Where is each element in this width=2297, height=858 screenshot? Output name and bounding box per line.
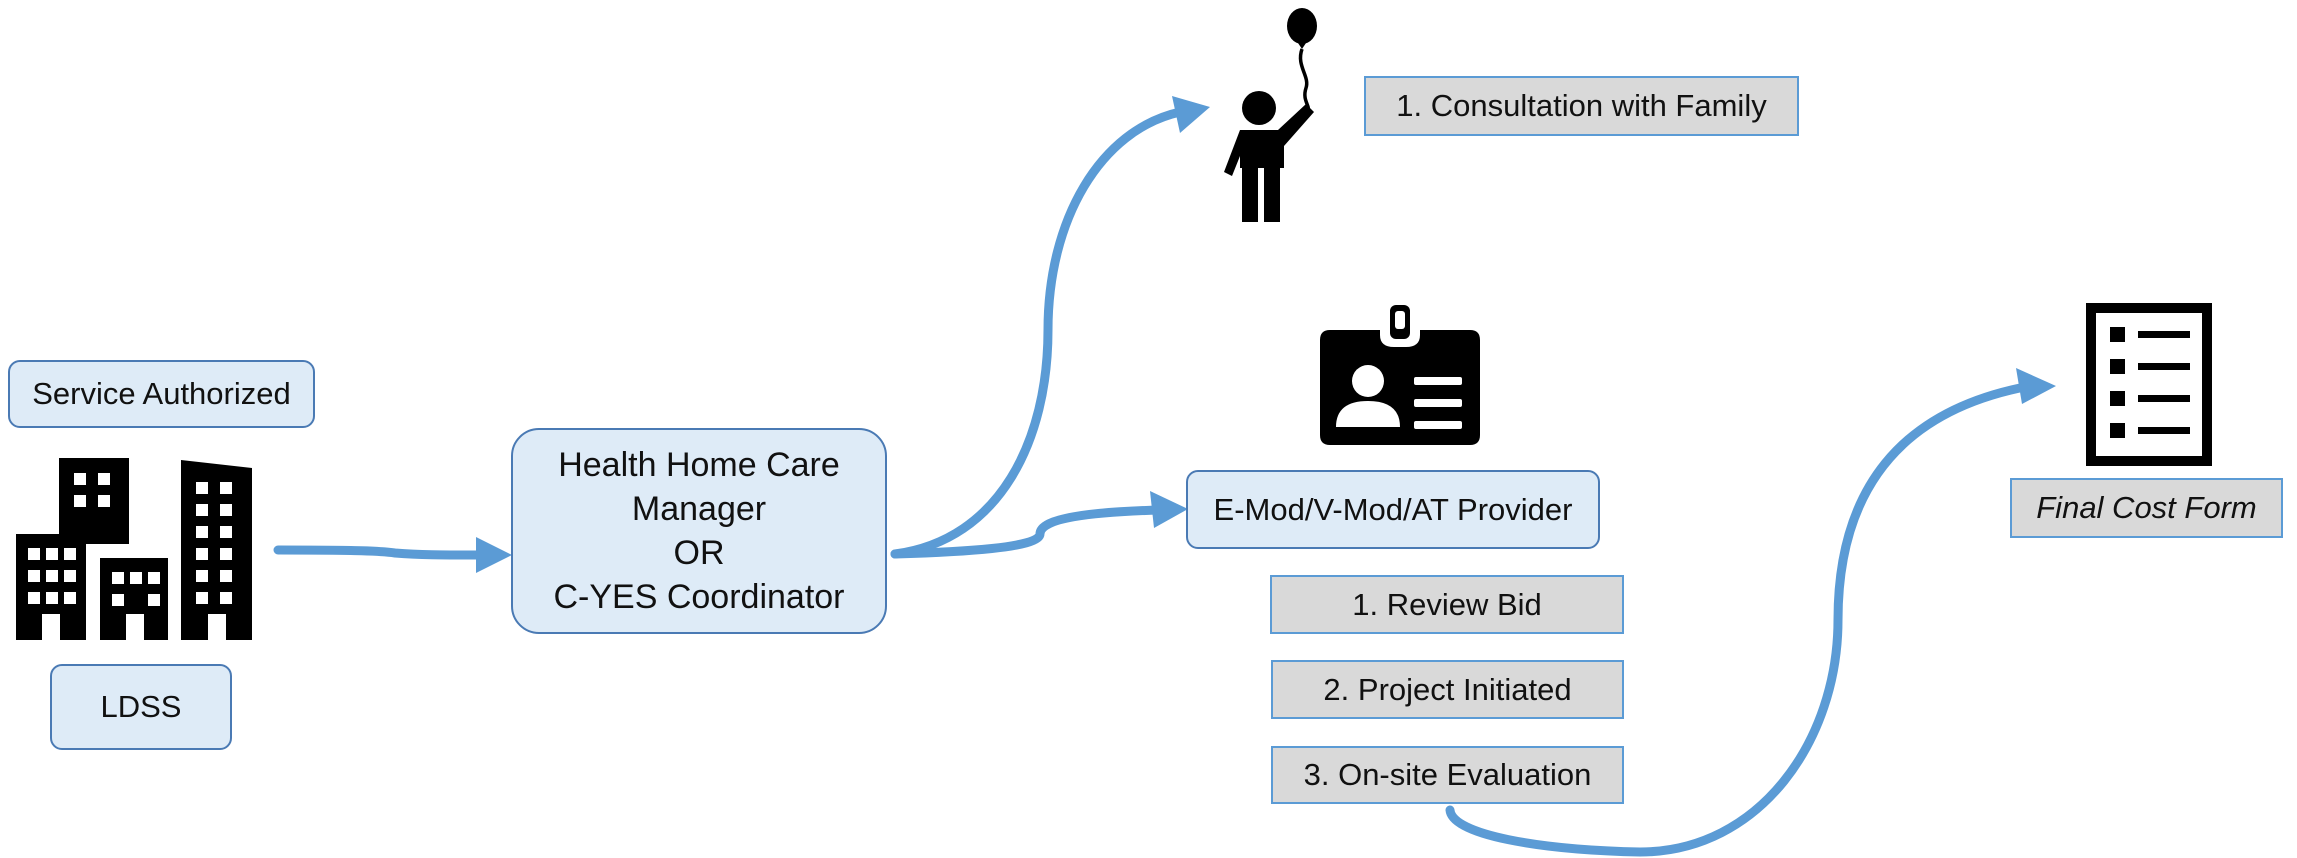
child-with-balloon-icon bbox=[1224, 8, 1317, 222]
care-manager-line-1: Health Home Care bbox=[558, 445, 840, 484]
step-review-bid-label: 1. Review Bid bbox=[1352, 586, 1542, 622]
care-manager-line-2: Manager bbox=[631, 489, 767, 528]
care-manager-box: Health Home Care Manager OR C-YES Coordi… bbox=[511, 428, 887, 634]
step-onsite-evaluation-label: 3. On-site Evaluation bbox=[1303, 757, 1592, 793]
provider-label: E-Mod/V-Mod/AT Provider bbox=[1213, 491, 1573, 527]
consultation-box: 1. Consultation with Family bbox=[1364, 76, 1799, 136]
service-authorized-box: Service Authorized bbox=[8, 360, 315, 428]
service-authorized-label: Service Authorized bbox=[32, 376, 291, 412]
step-project-initiated-label: 2. Project Initiated bbox=[1323, 671, 1572, 707]
ldss-box: LDSS bbox=[50, 664, 232, 750]
arrowhead-provider bbox=[1150, 491, 1188, 528]
checklist-form-icon bbox=[2086, 303, 2212, 466]
arrowhead-family bbox=[1172, 96, 1210, 133]
arrowhead-manager bbox=[476, 537, 512, 573]
final-cost-form-box: Final Cost Form bbox=[2010, 478, 2283, 538]
arrow-ldss-to-manager bbox=[273, 545, 485, 560]
arrow-manager-to-family bbox=[890, 107, 1185, 559]
provider-box: E-Mod/V-Mod/AT Provider bbox=[1186, 470, 1600, 549]
step-project-initiated-box: 2. Project Initiated bbox=[1271, 660, 1624, 719]
care-manager-line-3: OR bbox=[673, 534, 725, 572]
arrow-evaluation-to-final-form bbox=[1445, 381, 2035, 857]
buildings-icon bbox=[16, 458, 252, 640]
arrowhead-final-form bbox=[2016, 368, 2056, 404]
final-cost-form-label: Final Cost Form bbox=[2036, 490, 2257, 526]
step-onsite-evaluation-box: 3. On-site Evaluation bbox=[1271, 746, 1624, 804]
consultation-label: 1. Consultation with Family bbox=[1396, 88, 1767, 124]
step-review-bid-box: 1. Review Bid bbox=[1270, 575, 1624, 634]
care-manager-line-4: C-YES Coordinator bbox=[553, 578, 845, 617]
arrow-manager-to-provider bbox=[890, 505, 1165, 559]
ldss-label: LDSS bbox=[100, 689, 182, 725]
id-badge-icon bbox=[1320, 305, 1480, 445]
